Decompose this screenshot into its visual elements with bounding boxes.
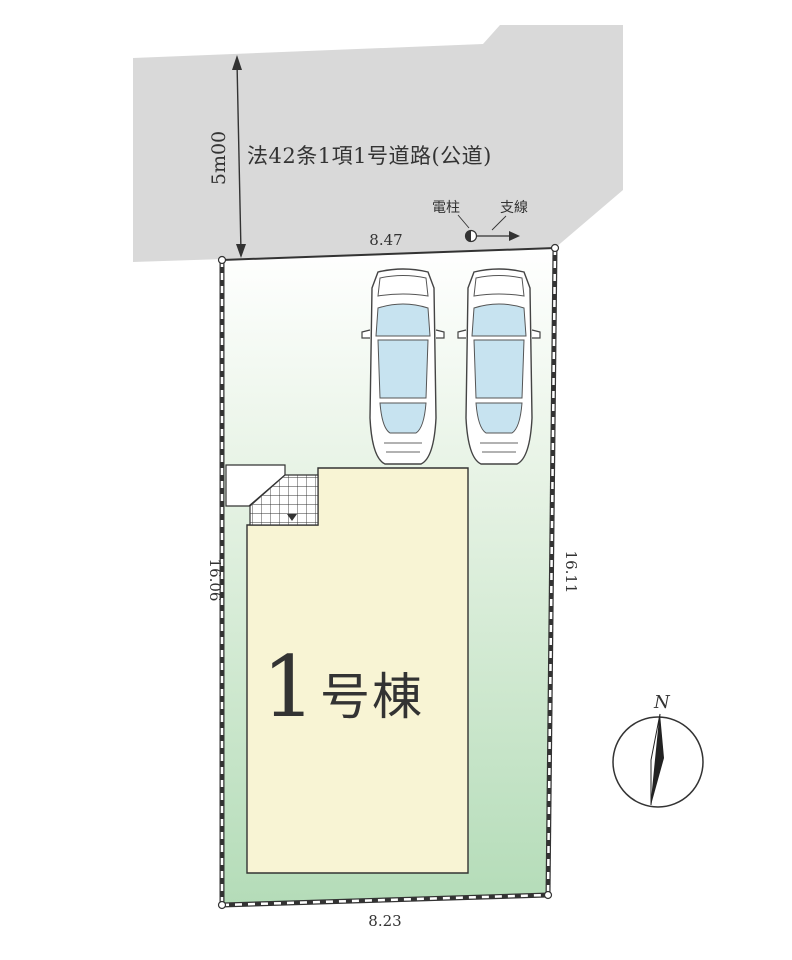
entrance-arrow-icon <box>287 514 297 521</box>
dimension-left: 16.06 <box>206 559 224 602</box>
car-left <box>361 268 445 465</box>
road-area <box>133 25 623 262</box>
house-number: 1 <box>262 638 315 736</box>
entrance-porch <box>249 474 319 526</box>
compass: N <box>612 692 704 808</box>
dimension-bottom: 8.23 <box>368 912 401 930</box>
dimension-right: 16.11 <box>562 551 580 594</box>
utility-pole: 電柱 支線 <box>432 200 528 243</box>
north-label: N <box>653 692 671 713</box>
corner-markers <box>217 243 560 910</box>
road-label: 法42条1項1号道路(公道) <box>247 144 492 168</box>
dimension-top: 8.47 <box>369 231 402 249</box>
boundary-top <box>221 247 556 261</box>
house-label: 号棟 <box>320 668 424 726</box>
road-width-label: 5m00 <box>208 131 230 185</box>
pole-label: 電柱 <box>432 200 460 216</box>
road-width-dimension: 5m00 <box>208 55 246 258</box>
car-right <box>457 268 541 465</box>
north-arrow-icon <box>651 714 664 805</box>
boundary-dashed <box>219 247 558 908</box>
guy-wire-label: 支線 <box>500 200 528 216</box>
